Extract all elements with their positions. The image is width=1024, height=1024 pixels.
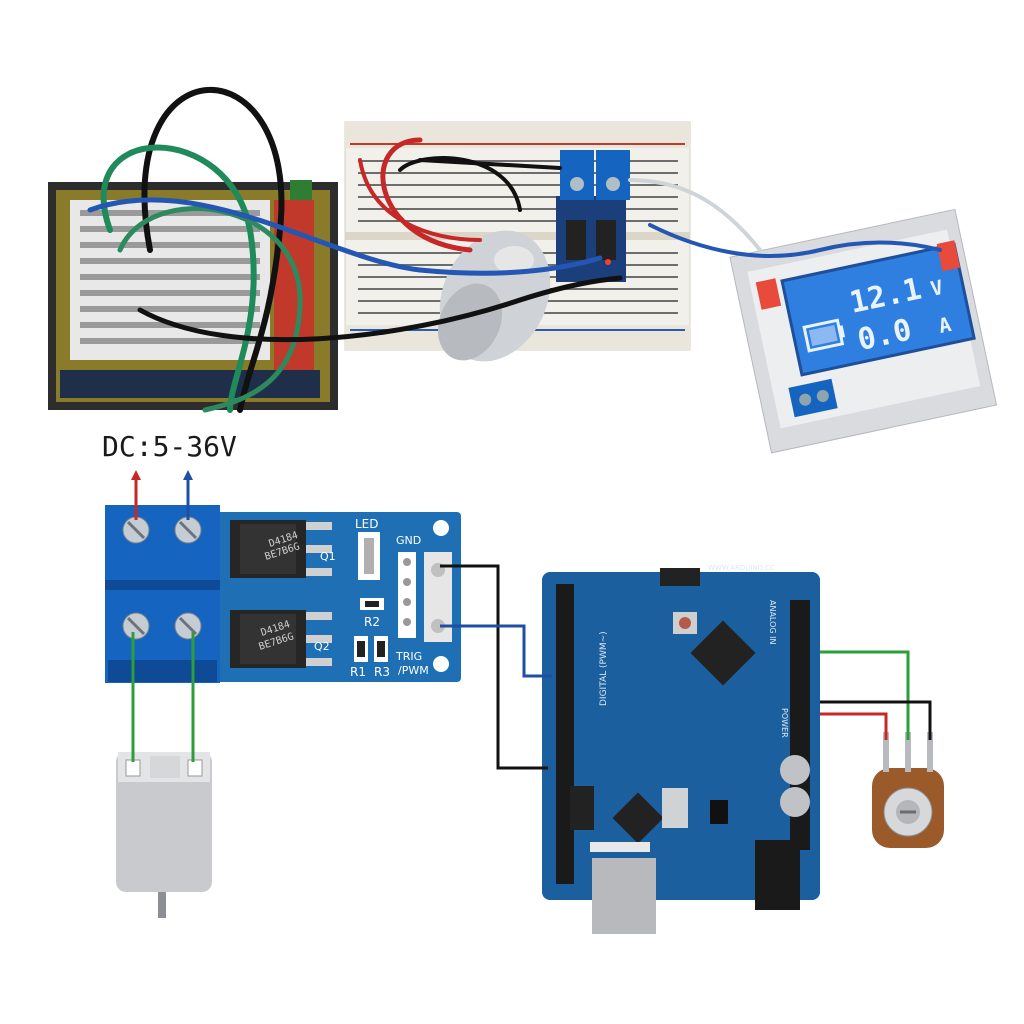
- screw-terminal-motor: [105, 591, 220, 683]
- arduino-website: WWW.ARDUINO.CC: [708, 564, 775, 572]
- photo-wires: [87, 86, 942, 413]
- label-pwm: /PWM: [398, 664, 429, 677]
- label-gnd: GND: [396, 534, 421, 547]
- wire-gnd-arduino: [440, 564, 548, 770]
- mosfet-driver-module: D4184 BE7B6G D4184 BE7B6G Q1 Q2 LED R2 R…: [105, 505, 461, 683]
- dc-motor: [116, 752, 212, 918]
- arduino-power-label: POWER: [780, 708, 789, 738]
- label-r3: R3: [374, 665, 390, 679]
- arrow-supply-positive: [131, 470, 141, 480]
- lcd-current-unit: A: [936, 312, 953, 338]
- arduino-digital-label: DIGITAL (PWM~): [599, 631, 609, 706]
- label-r2: R2: [364, 615, 380, 629]
- arduino-uno-board: DIGITAL (PWM~) POWER ANALOG IN WWW.ARDUI…: [542, 564, 820, 934]
- photo-breadboard-setup: 12.1 V 0.0 A: [48, 86, 998, 454]
- label-r1: R1: [350, 665, 366, 679]
- wire-pot-gnd: [820, 700, 932, 740]
- wire-pot-signal: [820, 650, 910, 740]
- label-trig: TRIG: [395, 650, 422, 663]
- wire-pwm-arduino: [440, 624, 552, 678]
- mosfet-q1: D4184 BE7B6G: [230, 520, 332, 578]
- label-q2: Q2: [314, 640, 330, 653]
- screw-terminal-power: [105, 505, 220, 591]
- arrow-supply-negative: [183, 470, 193, 480]
- arduino-prototype-shield: [48, 180, 338, 410]
- mosfet-q2: D4184 BE7B6G: [230, 610, 332, 668]
- lcd-voltage-unit: V: [928, 275, 945, 301]
- photo-dc-motor: [437, 230, 551, 362]
- potentiometer: [872, 732, 944, 848]
- arduino-analog-label: ANALOG IN: [768, 600, 777, 645]
- wire-pot-5v: [820, 712, 888, 740]
- lcd-meter-module: 12.1 V 0.0 A: [729, 208, 998, 454]
- supply-voltage-label: DC:5-36V: [102, 430, 237, 463]
- wires-bottom: [131, 470, 932, 770]
- label-q1: Q1: [320, 550, 336, 563]
- label-led: LED: [355, 517, 379, 531]
